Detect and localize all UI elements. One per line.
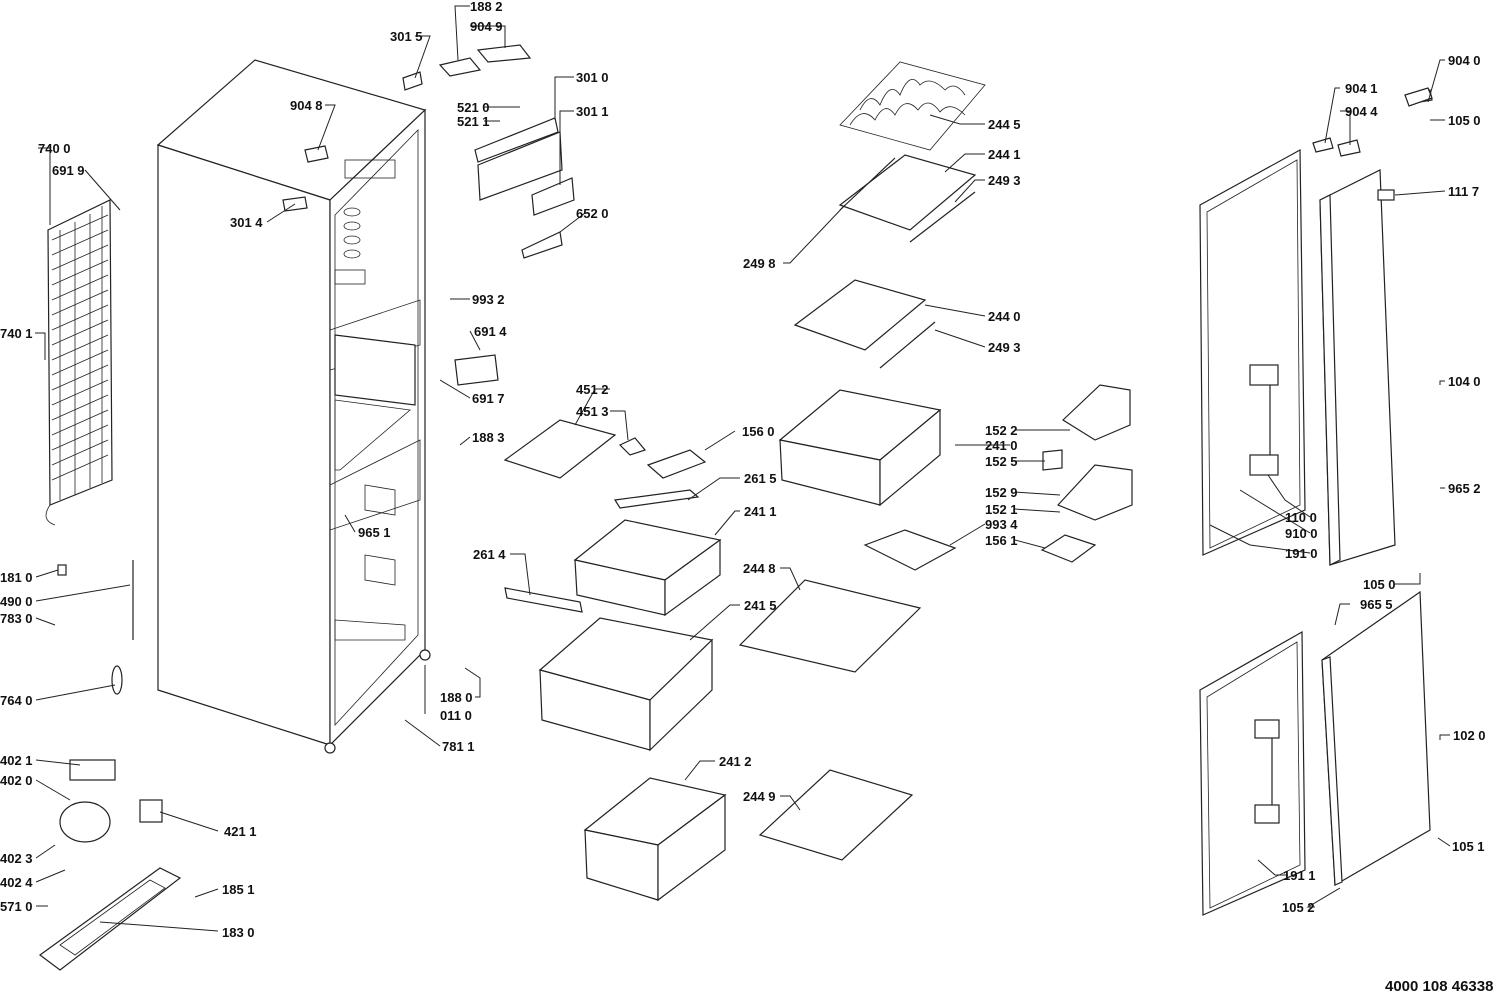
- label-402-1: 402 1: [0, 753, 33, 768]
- label-152-2: 152 2: [985, 423, 1018, 438]
- label-244-0: 244 0: [988, 309, 1021, 324]
- condenser-coil: [45, 199, 113, 526]
- label-105-1: 105 1: [1452, 839, 1485, 854]
- label-402-4: 402 4: [0, 875, 33, 890]
- label-993-4: 993 4: [985, 517, 1018, 532]
- part-labels: 188 2 904 9 301 5 301 0 521 0 521 1 301 …: [0, 0, 1486, 940]
- label-571-0: 571 0: [0, 899, 33, 914]
- label-011-0: 011 0: [440, 708, 472, 723]
- label-102-0: 102 0: [1453, 728, 1486, 743]
- label-490-0: 490 0: [0, 594, 33, 609]
- label-904-4: 904 4: [1345, 104, 1378, 119]
- compressor-assembly: [38, 560, 182, 971]
- label-301-5: 301 5: [390, 29, 423, 44]
- label-740-1: 740 1: [0, 326, 33, 341]
- label-249-3-lower: 249 3: [988, 340, 1021, 355]
- label-188-0: 188 0: [440, 690, 473, 705]
- label-156-1: 156 1: [985, 533, 1018, 548]
- label-249-8: 249 8: [743, 256, 776, 271]
- label-261-4: 261 4: [473, 547, 506, 562]
- label-191-1: 191 1: [1283, 868, 1316, 883]
- label-111-7: 111 7: [1448, 184, 1479, 199]
- label-188-2: 188 2: [470, 0, 503, 14]
- label-521-0: 521 0: [457, 100, 490, 115]
- label-421-1: 421 1: [224, 824, 257, 839]
- label-105-0-upper: 105 0: [1448, 113, 1481, 128]
- glass-shelves: [738, 154, 977, 861]
- label-402-0: 402 0: [0, 773, 33, 788]
- label-191-0: 191 0: [1285, 546, 1318, 561]
- label-904-8: 904 8: [290, 98, 323, 113]
- label-105-0-lower: 105 0: [1363, 577, 1396, 592]
- wine-rack: [839, 61, 986, 151]
- label-904-9: 904 9: [470, 19, 503, 34]
- label-152-9: 152 9: [985, 485, 1018, 500]
- lower-door: [1199, 590, 1431, 916]
- label-740-0: 740 0: [38, 141, 71, 156]
- label-249-3-upper: 249 3: [988, 173, 1021, 188]
- label-652-0: 652 0: [576, 206, 609, 221]
- label-781-1: 781 1: [442, 739, 475, 754]
- control-panel: [454, 117, 575, 386]
- label-301-1: 301 1: [576, 104, 609, 119]
- label-691-7: 691 7: [472, 391, 505, 406]
- freezer-trays: [503, 419, 707, 613]
- label-188-3: 188 3: [472, 430, 505, 445]
- label-764-0: 764 0: [0, 693, 33, 708]
- reference-number: 4000 108 46338: [1385, 978, 1493, 995]
- label-691-4: 691 4: [474, 324, 507, 339]
- hinge-and-covers: [282, 44, 532, 212]
- label-185-1: 185 1: [222, 882, 255, 897]
- label-261-5: 261 5: [744, 471, 777, 486]
- label-156-0: 156 0: [742, 424, 775, 439]
- upper-door: [1199, 87, 1433, 566]
- label-904-1: 904 1: [1345, 81, 1378, 96]
- label-241-0: 241 0: [985, 438, 1018, 453]
- leader-lines: [35, 5, 1451, 932]
- label-965-2: 965 2: [1448, 481, 1481, 496]
- label-241-2: 241 2: [719, 754, 752, 769]
- label-451-3: 451 3: [576, 404, 609, 419]
- label-244-5: 244 5: [988, 117, 1021, 132]
- label-104-0: 104 0: [1448, 374, 1481, 389]
- label-181-0: 181 0: [0, 570, 33, 585]
- drawers: [538, 389, 942, 902]
- cabinet-body: [156, 59, 431, 754]
- label-110-0: 110 0: [1285, 510, 1317, 525]
- door-bins: [863, 384, 1133, 571]
- label-402-3: 402 3: [0, 851, 33, 866]
- label-691-9: 691 9: [52, 163, 85, 178]
- label-904-0: 904 0: [1448, 53, 1481, 68]
- label-451-2: 451 2: [576, 382, 609, 397]
- label-244-8: 244 8: [743, 561, 776, 576]
- label-241-1: 241 1: [744, 504, 777, 519]
- label-183-0: 183 0: [222, 925, 255, 940]
- label-301-4: 301 4: [230, 215, 263, 230]
- label-241-5: 241 5: [744, 598, 777, 613]
- label-910-0: 910 0: [1285, 526, 1318, 541]
- label-301-0: 301 0: [576, 70, 609, 85]
- label-521-1: 521 1: [457, 114, 490, 129]
- label-105-2: 105 2: [1282, 900, 1315, 915]
- label-244-1: 244 1: [988, 147, 1021, 162]
- label-783-0: 783 0: [0, 611, 33, 626]
- label-244-9: 244 9: [743, 789, 776, 804]
- label-993-2: 993 2: [472, 292, 505, 307]
- label-152-1: 152 1: [985, 502, 1018, 517]
- label-152-5: 152 5: [985, 454, 1018, 469]
- label-965-1: 965 1: [358, 525, 391, 540]
- label-965-5: 965 5: [1360, 597, 1393, 612]
